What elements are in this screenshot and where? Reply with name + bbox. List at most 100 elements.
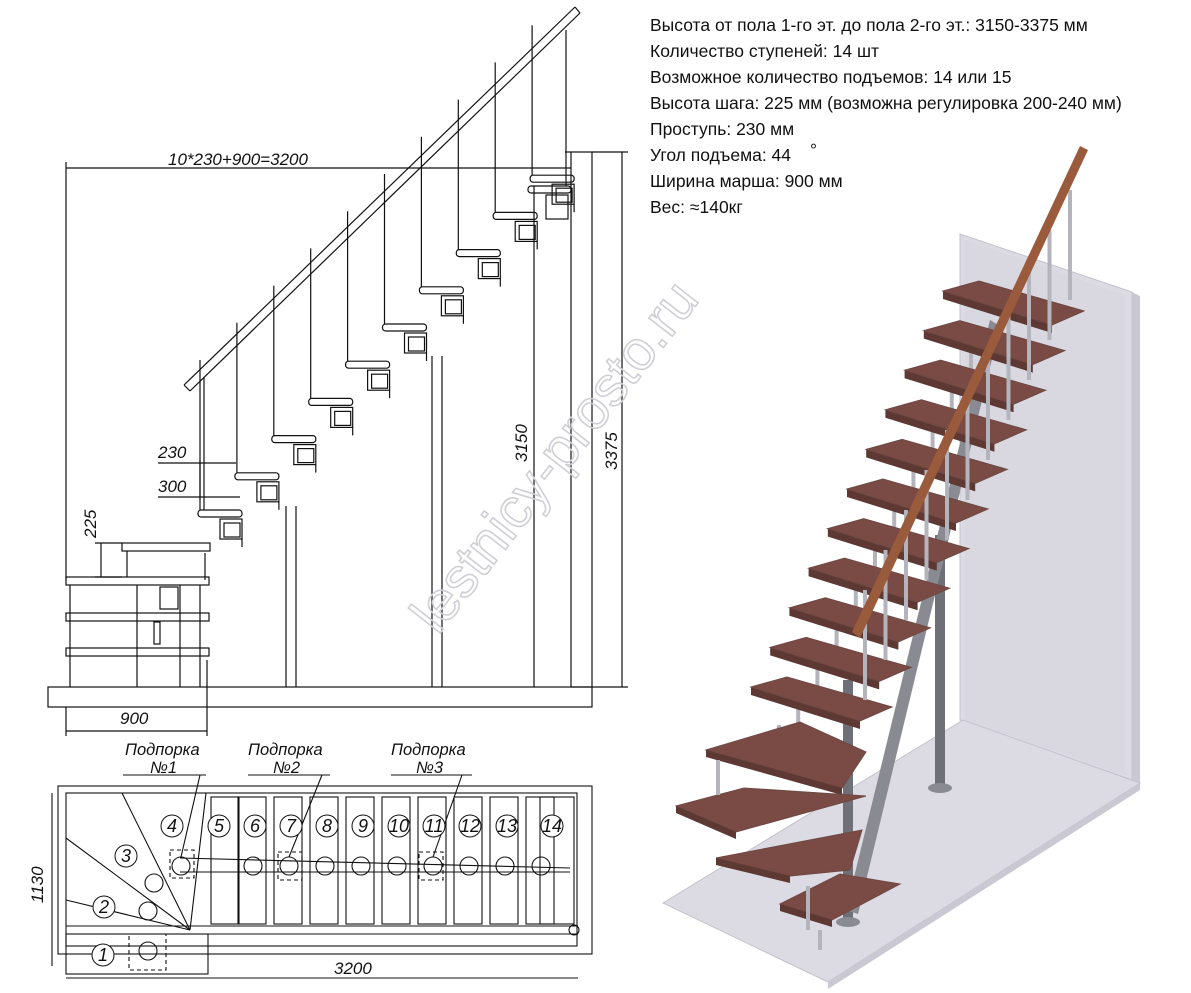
elevation-width-label: 900 xyxy=(120,709,149,728)
plan-step-number-circle xyxy=(92,895,116,919)
render-winder-tread xyxy=(704,721,867,789)
elevation-height-3150-label: 3150 xyxy=(512,424,531,462)
elevation-bracket-inner xyxy=(260,485,278,501)
support-1-leader xyxy=(180,774,201,858)
plan-stringer-end xyxy=(568,924,580,936)
plan-post xyxy=(387,856,407,876)
elevation-tread xyxy=(345,360,391,369)
render-stair xyxy=(674,146,1088,950)
elevation-bracket-inner xyxy=(297,448,315,464)
elevation-handrail-bottom xyxy=(189,12,581,392)
plan-step-number-circle xyxy=(540,814,564,838)
elevation-tread xyxy=(271,435,317,444)
elevation-bracket-inner xyxy=(371,373,389,389)
support-1-title: Подпорка xyxy=(125,741,200,759)
elevation-top-bracket xyxy=(545,194,569,220)
plan-step-number: 4 xyxy=(167,816,177,836)
render-baluster xyxy=(965,390,970,500)
elevation-height-3375-label: 3375 xyxy=(602,432,621,470)
plan-step-number: 3 xyxy=(121,846,131,866)
plan-post xyxy=(138,941,158,961)
plan-inner-outline xyxy=(65,792,578,947)
render-tread-leg xyxy=(806,886,810,930)
support-label-1: Подпорка №1 xyxy=(125,741,200,777)
elevation-tread xyxy=(455,249,501,258)
plan-step-number: 14 xyxy=(542,816,562,836)
plan-step-number: 8 xyxy=(322,816,332,836)
plan-winder-edge xyxy=(65,899,191,931)
elevation-bracket xyxy=(514,220,538,242)
support-label-2: Подпорка №2 xyxy=(248,741,323,777)
plan-view: Подпорка №1 Подпорка №2 Подпорка №3 1234… xyxy=(28,741,593,979)
elevation-tread xyxy=(492,211,538,220)
elevation-bracket xyxy=(403,332,428,354)
plan-winder-edge xyxy=(121,792,191,931)
render-3d xyxy=(661,146,1142,989)
elevation-tread xyxy=(197,509,243,518)
plan-support-base xyxy=(169,849,195,879)
render-floor xyxy=(661,719,1142,989)
spec-rises: Возможное количество подъемов: 14 или 15 xyxy=(650,67,1012,87)
elevation-rise-label: 225 xyxy=(81,509,100,539)
render-tread-leg xyxy=(716,760,720,795)
elevation-bracket-inner xyxy=(334,410,352,426)
plan-step-number-circle xyxy=(114,844,138,868)
render-baluster xyxy=(986,350,990,460)
elevation-handrail-end xyxy=(183,384,191,392)
support-2-title: Подпорка xyxy=(248,741,323,759)
plan-tread xyxy=(417,796,447,925)
plan-post xyxy=(138,901,158,921)
render-baluster xyxy=(1027,270,1031,380)
render-baluster xyxy=(1068,190,1072,300)
elevation-tread xyxy=(529,174,575,183)
plan-step-number: 13 xyxy=(497,816,517,836)
elevation-winder-tread xyxy=(121,542,211,552)
watermark: lestnicy-prosto.ru xyxy=(398,269,710,644)
render-column-foot xyxy=(928,783,952,793)
plan-step-number-circle xyxy=(387,814,411,838)
elevation-tread xyxy=(418,286,464,295)
plan-step-number-circle xyxy=(91,943,115,967)
elevation-bracket xyxy=(256,481,280,503)
plan-step-number-circle xyxy=(351,814,375,838)
plan-post xyxy=(351,856,371,876)
spec-angle-degree: ° xyxy=(810,140,817,160)
elevation-bracket-inner xyxy=(518,224,536,240)
render-column-foot xyxy=(836,917,860,927)
plan-step-number-circle xyxy=(279,814,303,838)
plan-winder-edge xyxy=(189,792,207,931)
render-baluster xyxy=(863,590,867,700)
plan-spine xyxy=(179,857,571,869)
elevation-labels: 10*230+900=3200 230 300 225 900 3150 337… xyxy=(81,150,621,728)
elevation-bracket-inner xyxy=(223,522,241,538)
elevation-tread xyxy=(381,323,428,332)
plan-tread xyxy=(210,796,240,925)
plan-width-label: 1130 xyxy=(28,866,47,903)
plan-step-number: 7 xyxy=(286,816,297,836)
plan-step-number: 10 xyxy=(389,816,409,836)
render-tread-edge xyxy=(847,489,956,531)
plan-winder-edge xyxy=(65,837,191,931)
render-baluster xyxy=(1047,230,1052,340)
elevation-top-tread xyxy=(527,185,572,194)
elevation-bracket xyxy=(477,258,501,280)
spec-step-height: Высота шага: 225 мм (возможна регулировк… xyxy=(650,93,1122,113)
render-baluster xyxy=(904,510,908,620)
elevation-bracket xyxy=(219,518,243,540)
support-2-leader xyxy=(288,774,323,858)
plan-tread xyxy=(309,796,339,925)
elevation-bracket-inner xyxy=(481,262,499,278)
plan-post xyxy=(495,856,515,876)
elevation-view: 10*230+900=3200 230 300 225 900 3150 337… xyxy=(47,6,628,736)
plan-step-number: 5 xyxy=(214,816,225,836)
elevation-tread-label: 230 xyxy=(157,443,187,462)
plan-post xyxy=(315,856,335,876)
plan-step-number: 1 xyxy=(98,945,108,965)
elevation-total-length-label: 10*230+900=3200 xyxy=(168,150,308,169)
elevation-bracket xyxy=(440,295,464,317)
plan-step-number-circle xyxy=(422,814,446,838)
render-baluster xyxy=(924,470,929,580)
plan-tread xyxy=(381,796,411,925)
